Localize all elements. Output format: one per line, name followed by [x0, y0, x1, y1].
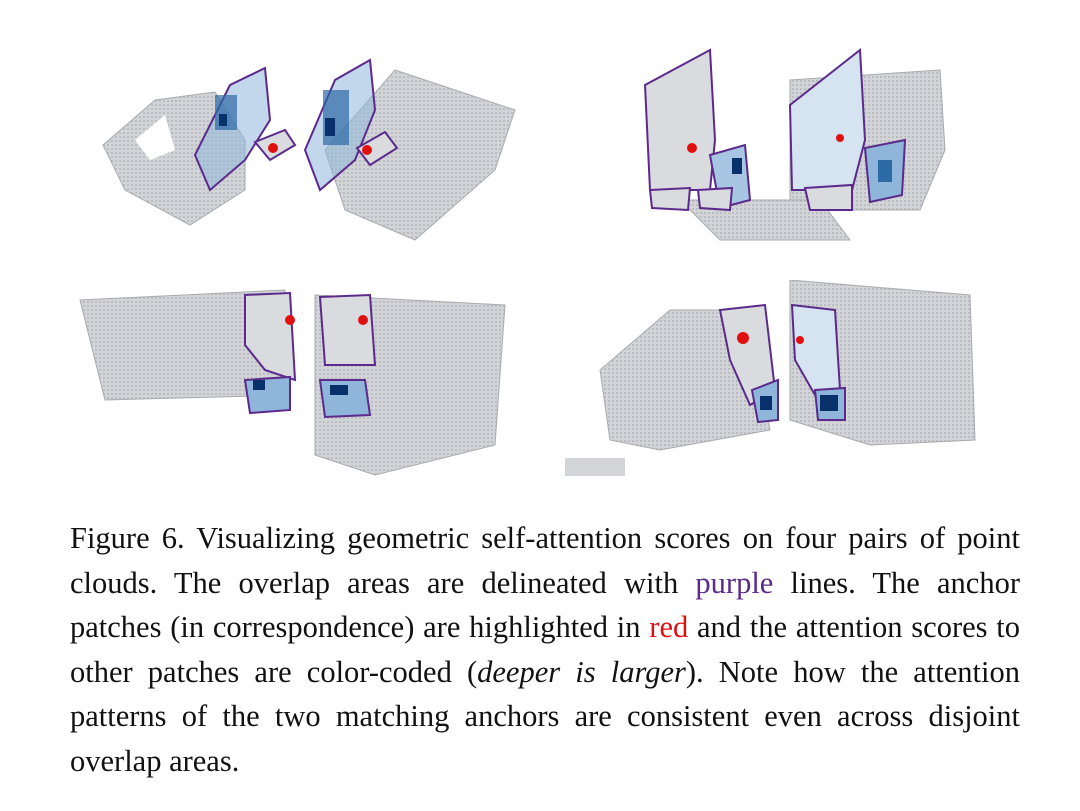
overlap-region: [243, 375, 291, 415]
point-cloud-pair-1: [102, 58, 516, 241]
overlap-region: [643, 48, 717, 191]
caption-text-2: lines. The anchor patches (in correspond…: [70, 565, 1021, 645]
figure-caption: Figure 6. Visualizing geometric self-att…: [70, 516, 1020, 783]
figure-image: [79, 48, 976, 476]
caption-purple-word: purple: [695, 565, 774, 600]
overlap-region: [318, 293, 377, 366]
point-cloud-pair-2: [643, 48, 946, 241]
point-cloud-pair-4: [565, 280, 976, 476]
caption-text-4: ). Note how the attention patterns of th…: [70, 654, 1020, 778]
caption-text-1: Figure 6. Visualizing geometric self-att…: [70, 521, 1020, 600]
overlap-region: [244, 291, 297, 382]
point-cloud-pair-3: [79, 289, 506, 476]
overlap-region: [788, 48, 867, 191]
caption-italic: deeper is larger: [477, 654, 686, 689]
caption-red-word: red: [649, 610, 689, 644]
caption-text-3: and the attention scores to other patche…: [70, 610, 1020, 689]
